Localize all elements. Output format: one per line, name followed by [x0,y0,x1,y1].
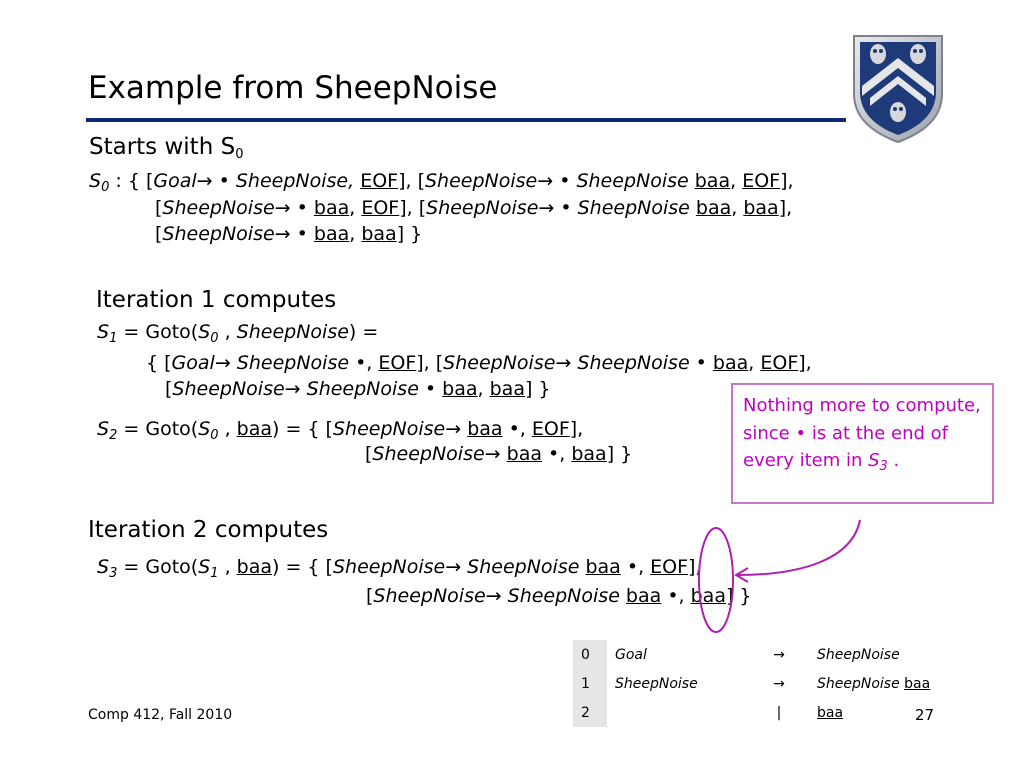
slide-title: Example from SheepNoise [88,70,498,106]
title-rule [86,118,846,122]
rule-rhs: SheepNoise [817,646,900,663]
s0-line-2: [SheepNoise→ • baa, EOF], [SheepNoise→ •… [155,197,793,219]
s2-line-2: [SheepNoise→ baa •, baa] } [365,443,633,465]
rule-lhs: Goal [615,646,647,663]
rule-lhs: SheepNoise [615,675,698,692]
rule-number: 2 [573,698,607,727]
owl-shield-crest-icon [853,35,943,144]
rule-arrow: | [776,704,782,721]
s3-line-2: [SheepNoise→ SheepNoise baa •, baa] } [366,585,752,607]
note-text: Nothing more to compute, since • is at t… [743,395,981,471]
annotation-arrow [737,519,861,576]
annotation-note-box: Nothing more to compute, since • is at t… [731,383,994,504]
s0-line-3: [SheepNoise→ • baa, baa] } [155,223,423,245]
arrowhead-icon [734,567,749,583]
rule-rhs: SheepNoise baa [817,675,931,692]
s1-line-2: { [Goal→ SheepNoise •, EOF], [SheepNoise… [146,352,812,374]
s3-definition: S3 = Goto(S1 , baa) = { [SheepNoise→ She… [97,556,702,581]
s2-definition: S2 = Goto(S0 , baa) = { [SheepNoise→ baa… [97,418,584,443]
highlight-ellipse [698,527,734,633]
grammar-table: 0 Goal → SheepNoise 1 SheepNoise → Sheep… [573,640,951,727]
iteration-1-heading: Iteration 1 computes [96,287,337,313]
rule-number: 1 [573,669,607,698]
s0-heading: Starts with S0 [89,134,244,162]
grammar-row: 2 | baa [573,698,951,727]
rule-arrow: → [773,675,785,692]
rule-lhs [607,698,749,727]
s1-definition: S1 = Goto(S0 , SheepNoise) = [97,321,379,346]
s0-line-1: S0 : { [Goal→ • SheepNoise, EOF], [Sheep… [89,170,794,195]
grammar-row: 0 Goal → SheepNoise [573,640,951,669]
s1-line-3: [SheepNoise→ SheepNoise • baa, baa] } [165,378,551,400]
grammar-row: 1 SheepNoise → SheepNoise baa [573,669,951,698]
iteration-2-heading: Iteration 2 computes [88,517,329,543]
page-number: 27 [915,706,935,724]
rule-rhs: baa [817,704,844,721]
rule-number: 0 [573,640,607,669]
rule-arrow: → [773,646,785,663]
footer-course: Comp 412, Fall 2010 [88,707,233,723]
